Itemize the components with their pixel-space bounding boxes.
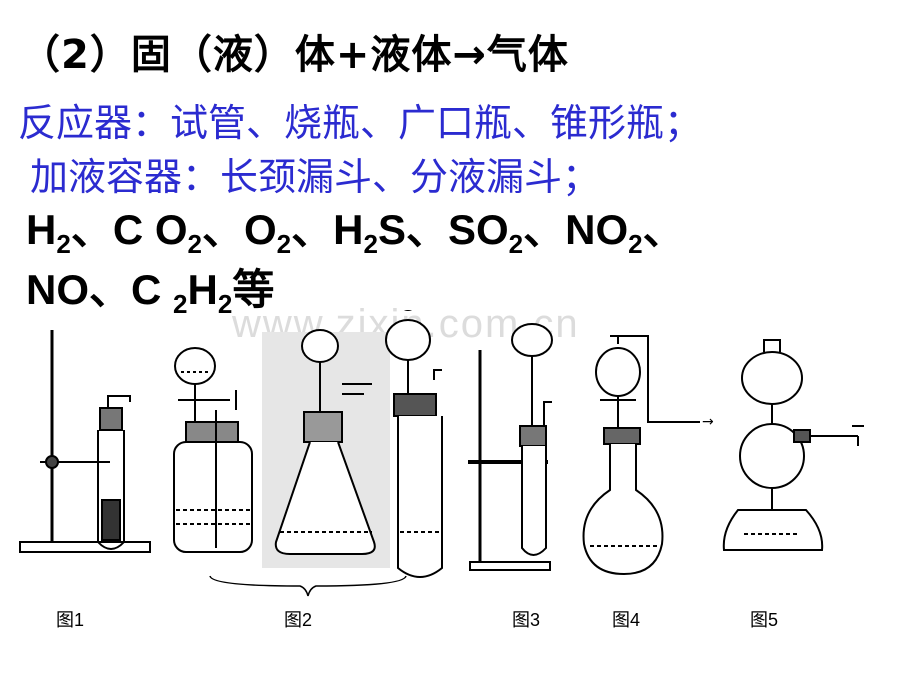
figure-1-test-tube-on-stand xyxy=(19,330,151,553)
gas-line-1-segment: 2 xyxy=(508,229,524,260)
figure-2-label: 图2 xyxy=(284,610,313,630)
apparatus-illustration: → xyxy=(19,310,864,597)
reactor-list: 反应器：试管、烧瓶、广口瓶、锥形瓶； xyxy=(18,101,703,145)
gas-line-1-segment: H xyxy=(26,206,57,253)
figure-2-large-test-tube xyxy=(385,310,443,578)
liquid-adder-list: 加液容器：长颈漏斗、分液漏斗； xyxy=(30,155,601,199)
gas-line-2-segment: 2 xyxy=(173,289,188,320)
gas-line-2-segment: 2 xyxy=(217,289,233,320)
gas-line-1-segment: 2 xyxy=(363,229,378,260)
gas-line-2-segment: NO、C xyxy=(26,266,174,313)
gas-line-1-segment: 2 xyxy=(56,229,71,260)
figure-5-kipps-apparatus xyxy=(722,339,864,551)
gas-line-1-segment: 、C O xyxy=(70,206,188,253)
gas-line-2-segment: 等 xyxy=(232,266,275,313)
gas-line-1-segment: 2 xyxy=(276,229,292,260)
gas-line-1-segment: 、H xyxy=(291,206,364,253)
gas-line-1-segment: S、SO xyxy=(377,206,509,253)
gas-line-1-segment: 、NO xyxy=(523,206,629,253)
figure-1-label: 图1 xyxy=(56,610,85,630)
figure-3-test-tube-long-funnel xyxy=(468,323,553,571)
gas-line-1-segment: 、 xyxy=(642,206,685,253)
figure-4-round-flask-sep-funnel: → xyxy=(582,335,714,576)
figure-2-wide-mouth-bottle xyxy=(173,347,407,597)
gas-line-2-segment: H xyxy=(187,266,218,313)
gas-line-1-segment: 、O xyxy=(201,206,277,253)
gas-list-line-2: NO、C 2H2等 xyxy=(26,256,274,320)
slide-title: （2）固（液）体+液体→气体 xyxy=(20,32,569,78)
figure-3-label: 图3 xyxy=(512,610,541,630)
figure-2-conical-flask xyxy=(262,329,390,568)
figure-5-label: 图5 xyxy=(750,610,779,630)
gas-line-1-segment: 2 xyxy=(628,229,643,260)
gas-list-line-1: H2、C O2、O2、H2S、SO2、NO2、 xyxy=(26,196,685,260)
gas-line-1-segment: 2 xyxy=(187,229,202,260)
svg-text:→: → xyxy=(702,414,714,430)
figure-4-label: 图4 xyxy=(612,610,641,630)
